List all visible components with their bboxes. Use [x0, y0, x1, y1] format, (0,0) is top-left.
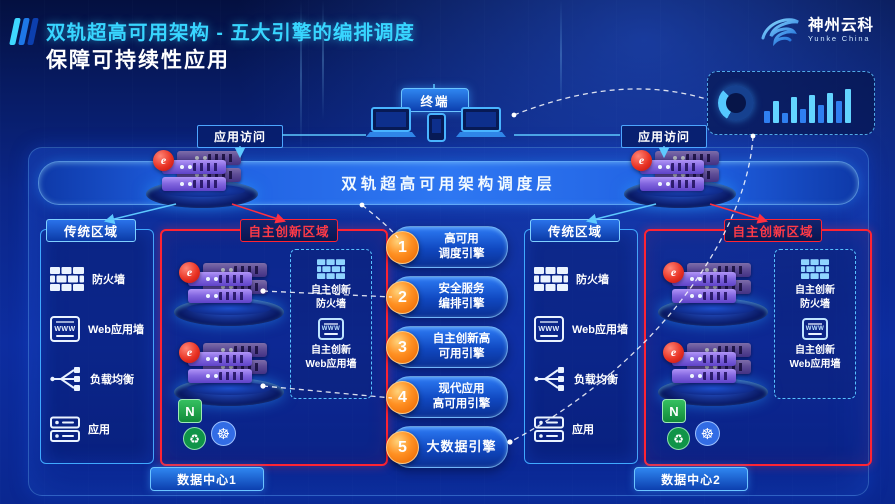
- yunke-swoosh-icon: [761, 18, 799, 47]
- laptop-icon: [456, 107, 506, 137]
- yunke-red-logo-icon: e: [663, 262, 684, 283]
- monitoring-widget: [707, 71, 875, 135]
- light-streak: [322, 0, 324, 120]
- yunke-red-logo-icon: e: [631, 150, 652, 171]
- terminal-label: 终端: [401, 88, 469, 112]
- logo-text-cn: 神州云科: [808, 16, 875, 34]
- engine-2-number: 2: [386, 281, 419, 314]
- dc2-innovation-label: 自主创新区域: [724, 219, 822, 242]
- dc1-name-label: 数据中心1: [150, 467, 264, 491]
- yunke-red-logo-icon: e: [179, 262, 200, 283]
- green-cycle-icon: ♻: [667, 427, 690, 450]
- dc1-innovation-label: 自主创新区域: [240, 219, 338, 242]
- engine-3-number: 3: [386, 331, 419, 364]
- firewall-brick-icon: [50, 266, 84, 291]
- nginx-icon: N: [178, 399, 202, 423]
- yunke-red-logo-icon: e: [153, 150, 174, 171]
- dc2-innovation-firewall: 自主创新防火墙: [795, 259, 835, 311]
- firewall-brick-icon: [317, 259, 345, 279]
- yunke-logo: 神州云科 Yunke China: [758, 13, 874, 47]
- server-rack: e: [179, 262, 252, 306]
- yunke-red-logo-icon: e: [179, 342, 200, 363]
- dc2-item-firewall: 防火墙: [534, 265, 609, 293]
- engine-5-pill: 5 大数据引擎: [386, 426, 508, 468]
- phone-icon: [427, 113, 446, 142]
- engine-1-pill: 1 高可用调度引擎: [386, 226, 508, 268]
- load-balance-icon: [534, 367, 564, 391]
- server-rack: e: [179, 342, 252, 386]
- server-rack: e: [663, 342, 736, 386]
- dc2-traditional-label: 传统区域: [530, 219, 620, 242]
- light-streak: [300, 0, 302, 150]
- dc1-item-app: 应用: [50, 415, 110, 443]
- kubernetes-icon: ☸: [211, 421, 236, 446]
- bar-chart-icon: [764, 83, 864, 123]
- app-access-label-left: 应用访问: [197, 125, 283, 148]
- dc2-item-loadbalancer: 负载均衡: [534, 365, 618, 393]
- server-rack: e: [663, 262, 736, 306]
- load-balance-icon: [50, 367, 80, 391]
- app-access-label-right: 应用访问: [621, 125, 707, 148]
- dc1-item-waf: WWW Web应用墙: [50, 315, 144, 343]
- gauge-donut-icon: [718, 85, 754, 121]
- www-browser-icon: WWW: [802, 318, 828, 340]
- engine-3-pill: 3 自主创新高可用引擎: [386, 326, 508, 368]
- terminal-devices: [362, 107, 512, 148]
- server-rack: e: [631, 150, 704, 194]
- dc1-item-firewall: 防火墙: [50, 265, 125, 293]
- dc1-item-loadbalancer: 负载均衡: [50, 365, 134, 393]
- app-stack-icon: [534, 416, 564, 442]
- engine-2-pill: 2 安全服务编排引擎: [386, 276, 508, 318]
- engine-1-number: 1: [386, 231, 419, 264]
- page-title: 双轨超高可用架构 - 五大引擎的编排调度: [46, 22, 415, 44]
- laptop-icon: [366, 107, 416, 137]
- engine-4-number: 4: [386, 381, 419, 414]
- yunke-red-logo-icon: e: [663, 342, 684, 363]
- engine-4-pill: 4 现代应用高可用引擎: [386, 376, 508, 418]
- page-subtitle: 保障可持续性应用: [46, 49, 230, 72]
- kubernetes-icon: ☸: [695, 421, 720, 446]
- logo-text-en: Yunke China: [808, 33, 871, 43]
- dc1-traditional-label: 传统区域: [46, 219, 136, 242]
- www-browser-icon: WWW: [318, 318, 344, 340]
- server-rack: e: [153, 150, 226, 194]
- firewall-brick-icon: [801, 259, 829, 279]
- app-stack-icon: [50, 416, 80, 442]
- green-cycle-icon: ♻: [183, 427, 206, 450]
- engine-5-number: 5: [386, 431, 419, 464]
- www-browser-icon: WWW: [534, 316, 564, 342]
- dc2-item-app: 应用: [534, 415, 594, 443]
- nginx-icon: N: [662, 399, 686, 423]
- firewall-brick-icon: [534, 266, 568, 291]
- dc1-innovation-firewall: 自主创新防火墙: [311, 259, 351, 311]
- light-streak: [560, 0, 562, 110]
- www-browser-icon: WWW: [50, 316, 80, 342]
- dc2-name-label: 数据中心2: [634, 467, 748, 491]
- dc2-item-waf: WWW Web应用墙: [534, 315, 628, 343]
